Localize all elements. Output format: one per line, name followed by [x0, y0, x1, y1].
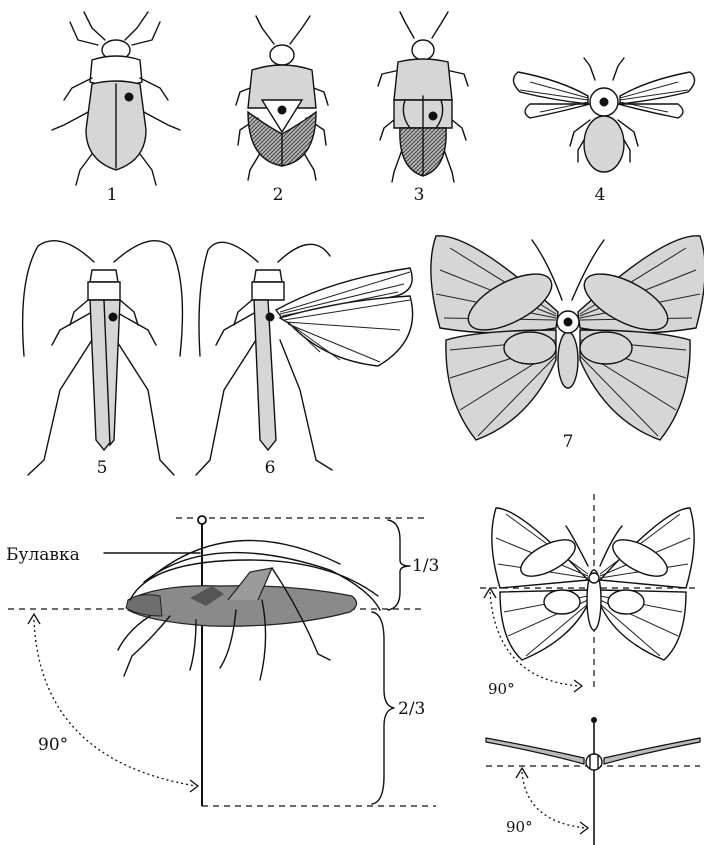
pin-point-icon — [600, 98, 609, 107]
lower-fraction-label: 2/3 — [398, 699, 425, 719]
pinned-butterfly-top-diagram — [480, 494, 700, 692]
butterfly-7-figure — [431, 236, 704, 440]
upper-fraction-label: 1/3 — [412, 556, 439, 576]
pin-point-icon — [109, 313, 118, 322]
bug-2-figure — [236, 16, 328, 180]
bug-3-figure — [378, 12, 468, 182]
pin-label: Булавка — [6, 545, 80, 565]
panel-number-7: 7 — [563, 432, 574, 452]
angle-label-grasshopper: 90° — [38, 735, 68, 755]
panel-number-4: 4 — [595, 185, 606, 205]
panel-number-1: 1 — [107, 185, 118, 205]
wasp-figure — [513, 58, 694, 172]
pin-point-icon — [125, 93, 134, 102]
panel-number-3: 3 — [414, 185, 425, 205]
panel-number-5: 5 — [97, 458, 108, 478]
grasshopper-6-figure — [196, 242, 413, 475]
pin-point-icon — [278, 106, 287, 115]
pin-point-icon — [429, 112, 438, 121]
pin-point-icon — [266, 313, 275, 322]
angle-label-butterfly-side: 90° — [506, 818, 533, 836]
beetle-figure — [52, 12, 180, 185]
pin-head-icon — [198, 516, 206, 524]
grasshopper-5-figure — [23, 241, 183, 475]
panel-number-6: 6 — [265, 458, 276, 478]
angle-label-butterfly-top: 90° — [488, 680, 515, 698]
pin-point-icon — [564, 318, 573, 327]
panel-number-2: 2 — [273, 185, 284, 205]
